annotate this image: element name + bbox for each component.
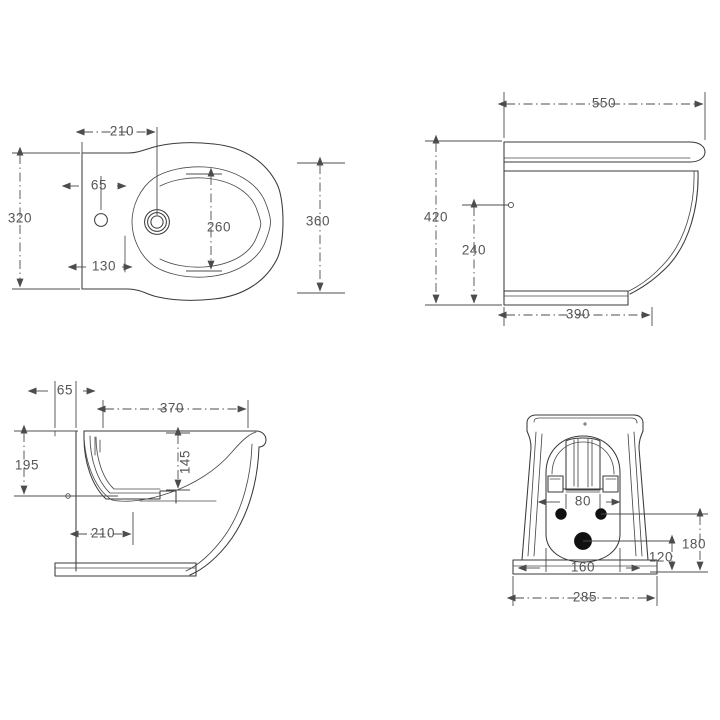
plan-fixing-hole	[94, 213, 108, 227]
dim-plan-130: 130	[92, 259, 116, 274]
plan-view-geometry	[81, 142, 284, 301]
dim-front-160: 160	[571, 560, 595, 575]
side-elevation-dimensions: 550 390 420 240	[424, 92, 706, 326]
dim-plan-260: 260	[207, 220, 231, 235]
section-view-dimensions: 65 370 210 195 145	[14, 381, 249, 545]
dim-section-145: 145	[178, 450, 193, 474]
dim-front-285: 285	[573, 590, 597, 605]
dim-side-390: 390	[566, 307, 590, 322]
dim-side-420: 420	[424, 210, 448, 225]
dim-section-65: 65	[57, 383, 73, 398]
dim-plan-65: 65	[91, 178, 107, 193]
dim-plan-360: 360	[306, 214, 330, 229]
dim-side-240: 240	[462, 243, 486, 258]
dim-front-80: 80	[575, 494, 591, 509]
dim-plan-320: 320	[8, 211, 32, 226]
dim-plan-210: 210	[110, 124, 134, 139]
dim-section-370: 370	[160, 401, 184, 416]
dim-front-180: 180	[682, 537, 706, 552]
front-elevation-geometry	[512, 414, 658, 575]
fixing-hole-left	[555, 508, 567, 520]
waste-outlet-inner	[150, 215, 164, 229]
dim-section-195: 195	[15, 458, 39, 473]
plan-view-dimensions: 210 65 130 320 260 360	[8, 124, 345, 294]
dim-front-120: 120	[649, 550, 673, 565]
section-view-geometry	[54, 430, 267, 577]
dim-side-550: 550	[592, 96, 616, 111]
dim-section-210: 210	[91, 526, 115, 541]
side-outlet-mark	[507, 201, 515, 209]
front-elevation-dimensions: 80 160 285 180 120	[506, 494, 708, 606]
side-elevation-geometry	[503, 141, 706, 306]
